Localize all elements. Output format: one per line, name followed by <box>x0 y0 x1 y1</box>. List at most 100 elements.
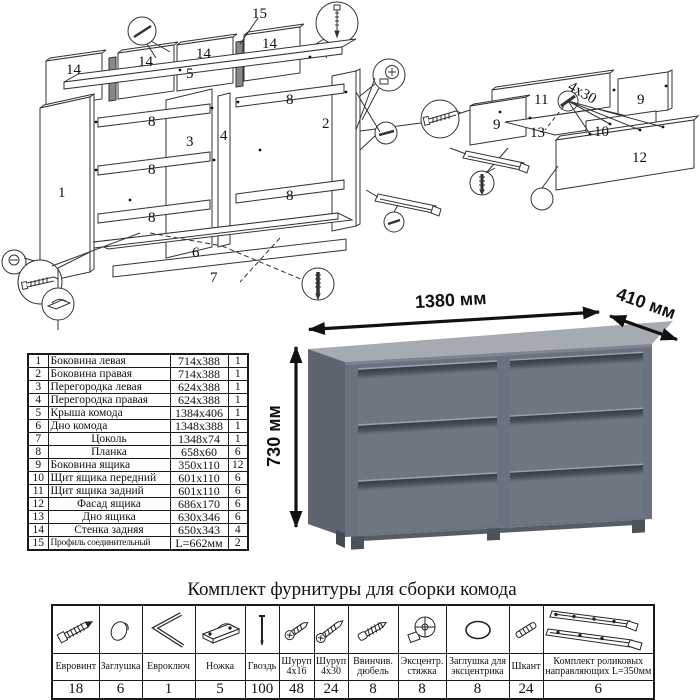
dimension-arrows <box>289 306 678 528</box>
screw-position-dots <box>94 55 348 202</box>
hardware-icons-row <box>51 604 655 654</box>
label-13: 13 <box>530 125 545 141</box>
wood-dowel-icon <box>515 621 536 638</box>
construction-line <box>149 232 223 247</box>
label-14: 14 <box>262 36 278 52</box>
label-10: 10 <box>594 124 609 140</box>
dresser-front-face <box>345 344 652 550</box>
euroscrew-detail-circle <box>302 1 359 59</box>
nail-icon <box>258 614 265 645</box>
dowel-screw-circle-2 <box>469 147 509 196</box>
foot-icon <box>201 622 240 644</box>
label-7: 7 <box>210 270 218 286</box>
label-11: 11 <box>534 92 548 108</box>
leader-15 <box>239 17 259 45</box>
rail-screw-circle <box>383 204 405 233</box>
drawer-side-9-left <box>469 94 531 146</box>
roller-guide-rails <box>365 147 530 217</box>
dresser-foot <box>351 535 364 550</box>
leader <box>355 91 381 133</box>
strip-8 <box>235 179 345 204</box>
euro-screw-icon <box>56 620 94 644</box>
side-panel-1 <box>39 93 95 284</box>
side-panel-2 <box>331 68 361 232</box>
cam-detail-circle <box>1 249 43 275</box>
height-dimension-label: 730 мм <box>264 405 284 467</box>
label-5: 5 <box>186 66 194 82</box>
label-12: 12 <box>632 150 647 166</box>
screw-long-icon <box>315 619 344 643</box>
foot-detail-circle <box>41 251 91 330</box>
screw-small-icon <box>284 621 308 640</box>
width-dimension-label: 1380 мм <box>414 288 487 312</box>
dresser-foot <box>487 527 500 541</box>
drawer-fronts <box>358 351 643 535</box>
label-6: 6 <box>192 245 200 261</box>
screw-position-dots <box>498 84 668 136</box>
strip-8 <box>97 103 211 128</box>
leader <box>355 77 376 131</box>
screw-dowel-icon <box>357 621 387 641</box>
partition-4 <box>217 92 231 248</box>
label-9: 9 <box>493 117 501 133</box>
hardware-labels-row: Евровинт Заглушка Евроключ Ножка Гвоздь … <box>51 653 655 681</box>
label-8: 8 <box>286 188 294 204</box>
confirmat-detail-circle <box>359 99 471 139</box>
label-15: 15 <box>252 6 267 22</box>
label-2: 2 <box>322 116 330 132</box>
label-1: 1 <box>58 185 66 201</box>
label-14: 14 <box>66 62 82 78</box>
label-8: 8 <box>148 162 156 178</box>
strip-8 <box>235 83 345 108</box>
dresser-foot <box>632 519 645 534</box>
label-8: 8 <box>148 114 156 130</box>
label-8: 8 <box>286 92 294 108</box>
hardware-kit-title: Комплект фурнитуры для сборки комода <box>187 579 517 600</box>
roller-guides-icon <box>544 609 643 651</box>
construction-line <box>239 237 281 283</box>
dresser-side-face <box>308 349 345 537</box>
top-panel-5 <box>63 38 357 90</box>
strip-8 <box>97 199 211 224</box>
drawer-side-9-right <box>617 69 673 118</box>
label-14: 14 <box>196 46 212 62</box>
cap-icon <box>110 620 129 641</box>
small-screw-detail-circle <box>359 121 398 151</box>
depth-arrow <box>609 314 678 342</box>
label-9: 9 <box>637 92 645 108</box>
hardware-table: Евровинт Заглушка Евроключ Ножка Гвоздь … <box>51 604 655 700</box>
hex-key-icon <box>150 611 184 648</box>
cam-lock-detail-circle <box>359 58 406 121</box>
carcass-exploded-group <box>1 1 361 330</box>
dresser-render <box>308 321 673 550</box>
cam-cap-icon <box>464 620 491 639</box>
drawer-exploded-group <box>355 58 700 233</box>
label-14: 14 <box>138 54 154 70</box>
drawer-facade-12 <box>554 115 700 191</box>
label-3: 3 <box>186 134 194 150</box>
screw-4x30-circle <box>544 90 664 135</box>
strip-8 <box>97 151 211 176</box>
width-arrow <box>308 306 600 336</box>
label-4: 4 <box>220 128 228 144</box>
dowel-end-circle <box>530 165 559 211</box>
construction-line <box>221 245 304 281</box>
plinth-7 <box>112 238 347 278</box>
